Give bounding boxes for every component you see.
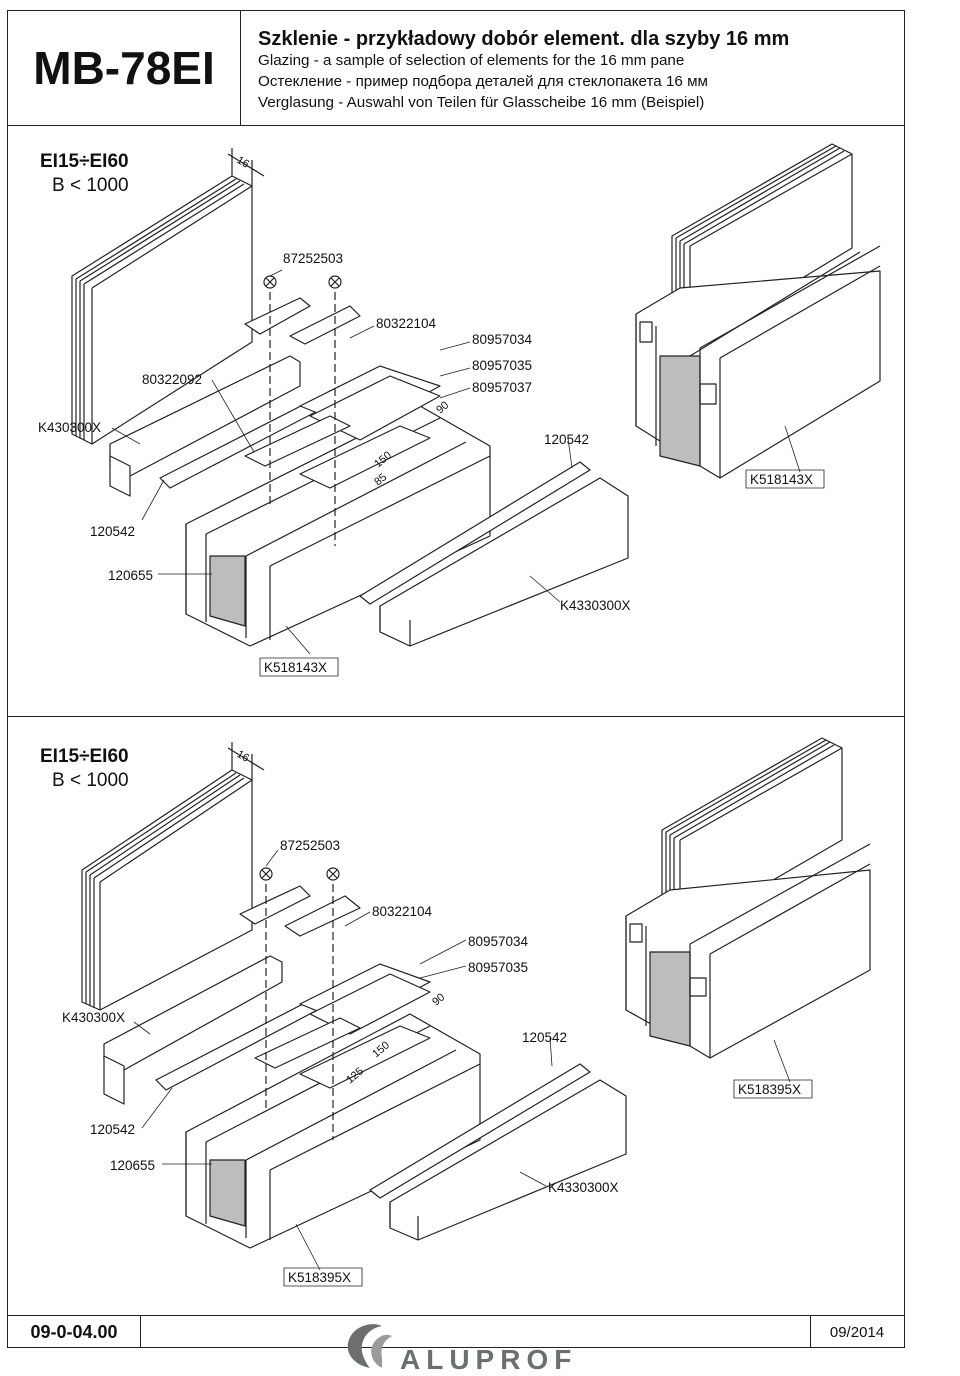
dim-90: 90 <box>430 991 447 1008</box>
thickness-dimension: 16 <box>227 742 265 780</box>
callout-bracket: 80322104 <box>376 316 437 331</box>
screw-icons <box>259 867 340 1140</box>
thickness-dim-text: 16 <box>235 748 252 765</box>
callout-block-c: 80957037 <box>472 380 532 395</box>
section2-size: B < 1000 <box>52 770 129 791</box>
exploded-assembly <box>109 297 629 647</box>
page-frame <box>7 10 905 1348</box>
glass-pane-left <box>81 769 253 1011</box>
assembled-frame-right <box>625 843 871 1059</box>
callout-bracket: 80322104 <box>372 904 433 919</box>
section1-drawing: 16 <box>0 126 960 716</box>
section2-drawing: 16 <box>0 720 960 1310</box>
aluprof-logo-icon <box>347 1324 392 1368</box>
section2-class: EI15÷EI60 <box>40 746 129 767</box>
callout-frame-right: K518395X <box>738 1082 801 1097</box>
callout-gasket-left: 120542 <box>90 1122 135 1137</box>
footer-left-divider <box>140 1315 141 1348</box>
section1-class: EI15÷EI60 <box>40 151 129 172</box>
document-code: 09-0-04.00 <box>30 1321 118 1342</box>
subtitle-de: Verglasung - Auswahl von Teilen für Glas… <box>258 94 705 111</box>
callout-block-a: 80957034 <box>472 332 533 347</box>
subtitle-en: Glazing - a sample of selection of eleme… <box>258 52 685 69</box>
callouts: 87252503 80322104 80957034 80957035 8095… <box>38 251 825 677</box>
section2-label: EI15÷EI60 B < 1000 <box>40 745 129 793</box>
document-date: 09/2014 <box>829 1323 885 1341</box>
thickness-dimension: 16 <box>227 148 265 186</box>
leader-lines <box>111 269 801 655</box>
callout-screw: 87252503 <box>280 838 340 853</box>
callout-block-b: 80957035 <box>468 960 528 975</box>
glass-pane-left <box>71 175 253 445</box>
callout-frame-bottom: K518143X <box>264 660 327 675</box>
footer-divider <box>7 1315 905 1316</box>
callout-gasket-left: 120542 <box>90 524 135 539</box>
callout-bead-bottom: K4330300X <box>548 1180 619 1195</box>
callout-frame-bottom: K518395X <box>288 1270 351 1285</box>
callout-gasket-top: 120542 <box>522 1030 567 1045</box>
callouts: 87252503 80322104 80957034 80957035 K430… <box>62 838 813 1287</box>
callout-seal: 120655 <box>108 568 153 583</box>
callout-bead-profile: 80322092 <box>142 372 202 387</box>
assembled-frame-right <box>635 245 881 479</box>
brand-name: ALUPROF <box>400 1344 578 1375</box>
callout-bead: K430300X <box>38 420 101 435</box>
callout-frame-right: K518143X <box>750 472 813 487</box>
callout-gasket-top: 120542 <box>544 432 589 447</box>
section1-label: EI15÷EI60 B < 1000 <box>40 150 129 198</box>
page-title: Szklenie - przykładowy dobór element. dl… <box>258 28 790 50</box>
screw-icons <box>263 275 342 546</box>
callout-block-a: 80957034 <box>468 934 529 949</box>
section1-size: B < 1000 <box>52 175 129 196</box>
callout-block-b: 80957035 <box>472 358 532 373</box>
callout-bead: K430300X <box>62 1010 125 1025</box>
header-divider <box>7 125 905 126</box>
callout-bead-bottom: K4330300X <box>560 598 631 613</box>
model-code: MB-78EI <box>33 42 215 94</box>
leader-lines <box>133 849 791 1271</box>
subtitle-ru: Остекление - пример подбора деталей для … <box>258 73 708 90</box>
thickness-dim-text: 16 <box>235 154 252 171</box>
callout-seal: 120655 <box>110 1158 155 1173</box>
section-divider <box>7 716 905 717</box>
footer-right-divider <box>810 1315 811 1348</box>
callout-screw: 87252503 <box>283 251 343 266</box>
model-divider <box>240 10 241 125</box>
dim-90: 90 <box>434 399 451 416</box>
